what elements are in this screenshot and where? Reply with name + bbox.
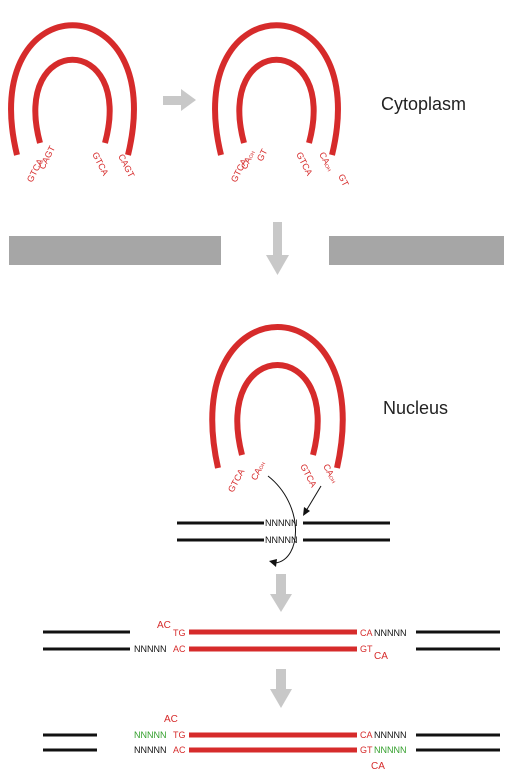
end-label: CA [360,628,373,638]
process-arrow-down [266,222,289,275]
nuclear-membrane-left [9,236,221,265]
end-label: CAGT [37,144,57,171]
host-target-dna [177,521,390,542]
arrowhead [269,559,277,567]
arrowhead [303,507,310,516]
target-site-label: NNNNN [374,628,407,638]
removed-flap-label: CA [371,761,385,772]
viral-strand-outer [212,22,341,156]
target-site-label: NNNNN [265,535,298,545]
end-label: CAGT [116,152,136,179]
viral-strand-outer [8,22,137,156]
hydroxyl-subscript: OH [258,461,267,471]
end-label: AC [173,644,186,654]
end-label: AC [173,745,186,755]
integrated-viral-dna [189,732,357,753]
nucleus-label: Nucleus [383,398,448,418]
viral-dna-processed [212,22,341,156]
removed-flap-label: AC [164,714,178,725]
end-label: CAOH [249,459,267,482]
flap-label: AC [157,620,171,631]
viral-strand-inner [234,362,321,456]
target-site-label: NNNNN [374,730,407,740]
nuclear-membrane-right [329,236,504,265]
host-dna-flanks [43,630,500,651]
process-arrow-right [163,89,196,111]
hydroxyl-subscript: OH [248,150,257,160]
process-arrow-down [270,574,292,612]
viral-strand-inner [32,56,113,144]
process-arrow-down [270,669,292,708]
end-label: GT [360,745,373,755]
dinucleotide-label: GT [336,172,351,188]
strand-transfer-arrows [267,475,322,564]
cytoplasm-label: Cytoplasm [381,94,466,114]
end-label: CAOH [239,148,257,171]
end-label: CA [360,730,373,740]
hydroxyl-subscript: OH [327,475,336,485]
viral-strand-inner [236,56,317,144]
flap-label: CA [374,651,388,662]
end-label: GTCA [226,467,247,494]
end-label: GTCA [90,150,110,177]
integrated-viral-dna [189,629,357,652]
viral-strand-outer [209,324,346,469]
end-label: GTCA [298,462,319,489]
target-site-label: NNNNN [134,644,167,654]
repaired-site-label: NNNNN [374,745,407,755]
end-label: TG [173,730,186,740]
target-site-label: NNNNN [265,518,298,528]
dinucleotide-label: GT [255,147,270,163]
repaired-site-label: NNNNN [134,730,167,740]
viral-dna-unprocessed [8,22,137,156]
target-site-label: NNNNN [134,745,167,755]
end-label: TG [173,628,186,638]
end-label: GTCA [294,150,314,177]
end-label: GT [360,644,373,654]
viral-dna-nuclear [209,324,346,469]
host-dna-flanks [43,733,500,752]
hydroxyl-subscript: OH [323,163,332,173]
